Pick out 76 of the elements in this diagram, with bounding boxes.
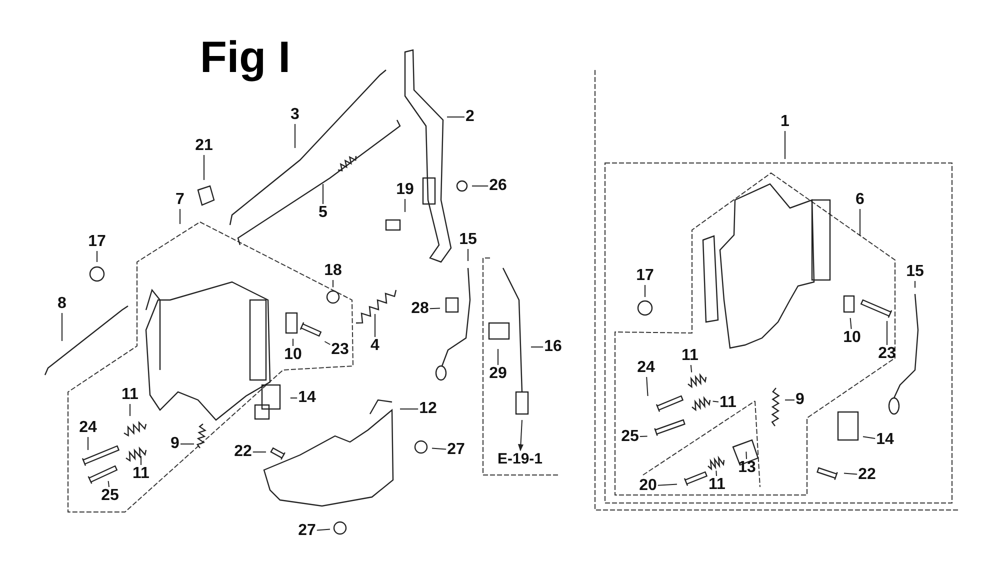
callout-number: 24 — [78, 419, 98, 437]
callout-number: 11 — [120, 386, 140, 404]
arrow — [518, 420, 524, 452]
callout-number: 20 — [638, 477, 658, 495]
callout-number: 15 — [905, 263, 925, 281]
callout-number: 11 — [132, 465, 150, 483]
leader-line — [886, 320, 888, 346]
callout-number: 26 — [488, 177, 508, 195]
leader-line — [404, 198, 406, 212]
figure-title: Fig I — [200, 36, 290, 80]
callout-number: 11 — [680, 347, 700, 365]
leader-line — [784, 130, 786, 160]
callout-number: 23 — [330, 341, 350, 359]
leader-line — [850, 318, 852, 330]
callout-number: 9 — [794, 391, 806, 409]
callout-number: 24 — [636, 359, 656, 377]
leader-line — [429, 308, 440, 310]
leader-line — [140, 456, 142, 466]
leader-line — [712, 400, 719, 402]
leader-line — [324, 341, 331, 345]
callout-number: 2 — [464, 108, 476, 126]
leader-line — [294, 124, 296, 148]
callout-number: 7 — [174, 191, 186, 209]
callout-number: 22 — [233, 443, 253, 461]
callout-number: 6 — [854, 191, 866, 209]
callout-number: 25 — [100, 487, 120, 505]
callout-number: 1 — [780, 113, 790, 131]
leader-line — [639, 436, 648, 437]
leader-line — [914, 280, 916, 288]
callout-number: 11 — [708, 476, 726, 494]
leader-line — [292, 338, 294, 346]
callout-number: 18 — [323, 262, 343, 280]
callout-number: 21 — [194, 137, 214, 155]
callout-number: 23 — [877, 345, 897, 363]
leader-line — [530, 346, 544, 348]
leader-line — [374, 314, 376, 338]
callout-number: 12 — [418, 400, 438, 418]
callout-number: 5 — [318, 204, 328, 222]
callout-number: 8 — [56, 295, 68, 313]
leader-line — [316, 528, 330, 531]
callout-number: 17 — [635, 267, 655, 285]
callout-number: 14 — [297, 389, 317, 407]
callout-number: 15 — [458, 231, 478, 249]
leader-line — [108, 480, 110, 488]
leader-line — [746, 451, 747, 460]
callout-number: 11 — [718, 394, 738, 412]
callout-number: 4 — [370, 337, 380, 355]
callout-number: 14 — [875, 431, 895, 449]
callout-number: 27 — [297, 522, 317, 540]
leader-line — [690, 364, 692, 373]
callout-number: 10 — [842, 329, 862, 347]
leader-line — [844, 472, 858, 475]
callout-number: 27 — [446, 441, 466, 459]
leader-line — [862, 436, 876, 439]
leader-line — [400, 408, 419, 410]
callout-number: 29 — [488, 365, 508, 383]
callout-number: 10 — [283, 346, 303, 364]
callout-number: 22 — [857, 466, 877, 484]
leader-line — [644, 284, 646, 298]
leader-line — [332, 280, 334, 288]
callout-number: 17 — [87, 233, 107, 251]
callout-number: 25 — [620, 428, 640, 446]
callout-number: 3 — [290, 106, 300, 124]
callout-number: 28 — [410, 300, 430, 318]
leader-line — [646, 376, 648, 396]
leader-line — [322, 184, 324, 204]
callout-number: 13 — [737, 459, 757, 477]
leader-line — [446, 116, 465, 118]
leader-line — [96, 250, 98, 262]
callout-number: 9 — [170, 435, 180, 453]
leader-line — [716, 470, 717, 476]
leader-line — [432, 448, 447, 450]
callout-number: 19 — [395, 181, 415, 199]
leader-line — [657, 484, 678, 486]
reference-label: E-19-1 — [496, 450, 544, 468]
callout-number: 16 — [543, 338, 563, 356]
